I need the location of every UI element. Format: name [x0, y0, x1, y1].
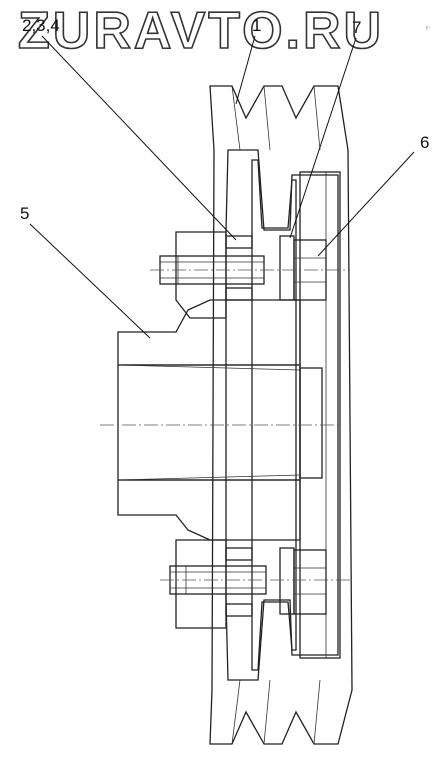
upper-bolt-assembly	[159, 235, 327, 301]
watermark-text: ZURAVTO.RU	[18, 2, 384, 60]
hub-part-5	[117, 231, 323, 629]
callout-2-3-4: 2,3,4	[22, 16, 60, 35]
pulley-rim-part-1	[209, 85, 353, 745]
callout-6: 6	[420, 133, 429, 152]
callout-7: 7	[352, 18, 361, 37]
leader-5	[29, 223, 151, 339]
lower-bolt-assembly	[169, 547, 327, 617]
leader-7	[289, 37, 357, 239]
leader-1	[235, 35, 256, 105]
leader-6	[317, 151, 415, 257]
leader-2-3-4	[41, 35, 237, 241]
callout-5: 5	[20, 204, 29, 223]
corner-mark: ᵖ⁻	[426, 26, 431, 32]
callout-1: 1	[252, 16, 261, 35]
